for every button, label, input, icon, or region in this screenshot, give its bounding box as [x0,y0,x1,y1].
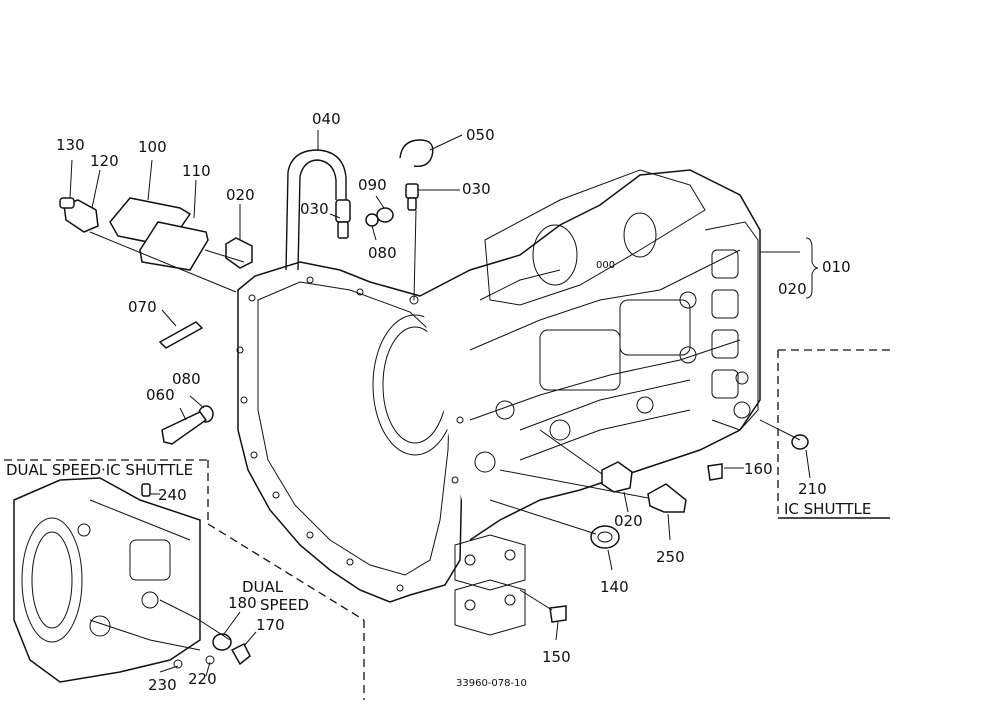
label-220: 220 [188,670,217,688]
drawing-number: 33960-078-10 [456,678,527,689]
title-dual-speed-ic-shuttle: DUAL SPEED·IC SHUTTLE [6,461,193,479]
label-070: 070 [128,298,157,316]
label-030-right: 030 [462,180,491,198]
title-ic-shuttle: IC SHUTTLE [784,500,871,518]
label-110: 110 [182,162,211,180]
title-dual-speed-line2: SPEED [260,596,309,614]
leader-lines [69,130,819,641]
label-000: 000 [596,260,615,271]
label-010: 010 [822,258,851,276]
label-020-right: 020 [778,280,807,298]
label-050: 050 [466,126,495,144]
part-labels: 130 120 100 110 020 040 030 090 080 050 … [56,110,851,694]
section-labels: DUAL SPEED·IC SHUTTLE IC SHUTTLE DUAL SP… [6,461,871,689]
label-090: 090 [358,176,387,194]
label-180: 180 [228,594,257,612]
inset-dual-speed-ic-shuttle [4,459,365,700]
label-130: 130 [56,136,85,154]
label-020-lower: 020 [614,512,643,530]
label-080-top: 080 [368,244,397,262]
label-230: 230 [148,676,177,694]
label-140: 140 [600,578,629,596]
label-170: 170 [256,616,285,634]
label-120: 120 [90,152,119,170]
label-160: 160 [744,460,773,478]
label-100: 100 [138,138,167,156]
label-040: 040 [312,110,341,128]
label-240: 240 [158,486,187,504]
label-150: 150 [542,648,571,666]
transmission-case [236,169,761,636]
label-060: 060 [146,386,175,404]
label-210: 210 [798,480,827,498]
inset-ic-shuttle [777,349,892,519]
component-parts [59,139,809,623]
label-250: 250 [656,548,685,566]
label-030-left: 030 [300,200,329,218]
label-080-lower: 080 [172,370,201,388]
label-020-top: 020 [226,186,255,204]
title-dual-speed-line1: DUAL [242,578,284,596]
